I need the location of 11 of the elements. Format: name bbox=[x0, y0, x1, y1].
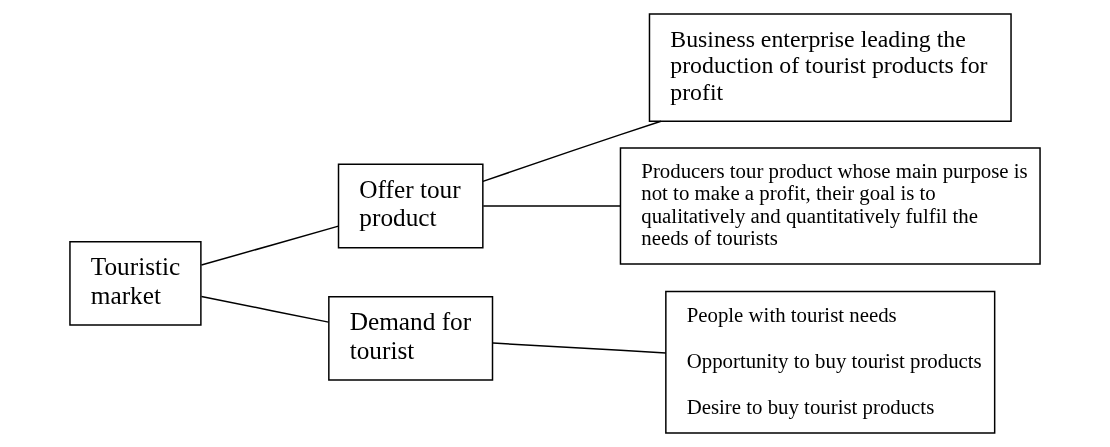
connector bbox=[482, 120, 662, 183]
node-box: Touristic market bbox=[69, 241, 202, 326]
connector bbox=[482, 205, 621, 207]
node-box: Offer tour product bbox=[337, 163, 484, 249]
node-box: Producers tour product whose main purpose is not to make a profit, their goal is to qualitatively and quantitatively fulfil the needs of tourists bbox=[619, 147, 1041, 265]
connector bbox=[200, 295, 330, 323]
connector bbox=[492, 342, 667, 354]
node-box: People with tourist needs Opportunity to buy tourist products Desire to buy tourist products bbox=[665, 290, 996, 434]
node-box: Demand for tourist bbox=[328, 296, 494, 381]
node-box: Business enterprise leading the production of tourist products for profit bbox=[648, 13, 1012, 122]
connector bbox=[200, 225, 340, 266]
